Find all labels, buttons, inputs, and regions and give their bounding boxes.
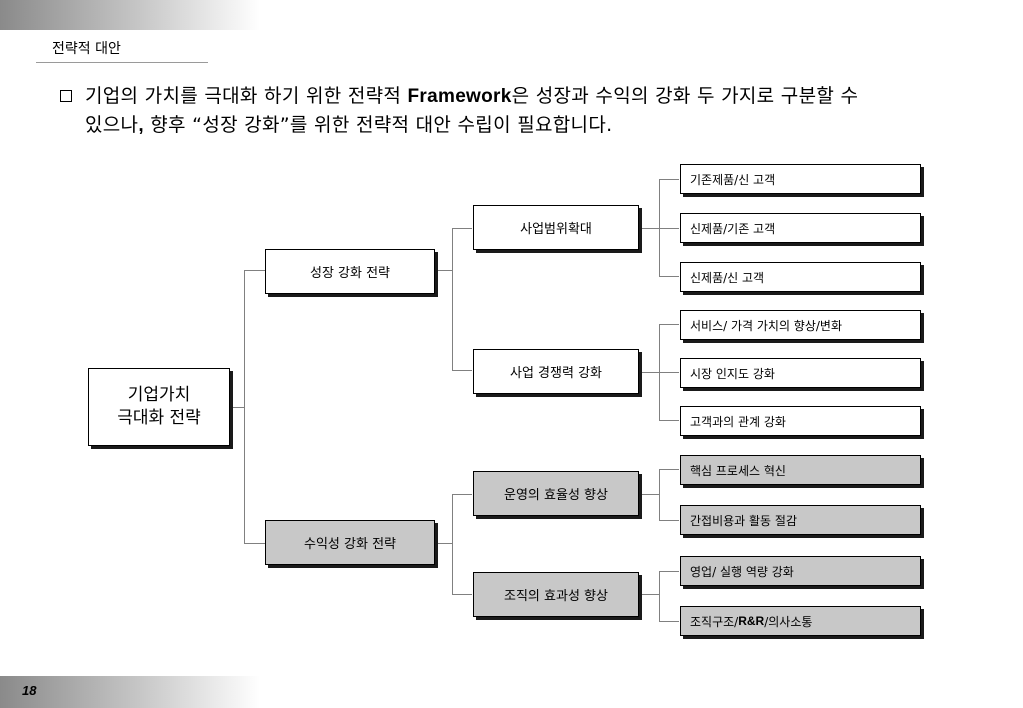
footer-gradient-bar — [0, 676, 260, 708]
headline-line1-pre: 기업의 가치를 극대화 하기 위한 전략적 — [85, 85, 408, 107]
connector-profit-vertical — [452, 494, 453, 595]
connector-growth-vertical — [452, 228, 453, 371]
connector-leaf-7 — [659, 469, 679, 470]
leaf-node-3: 신제품/신 고객 — [680, 262, 921, 292]
checkbox-bullet-icon — [60, 90, 72, 102]
section-title: 전략적 대안 — [52, 41, 121, 57]
leaf-node-5: 시장 인지도 강화 — [680, 358, 921, 388]
connector-leaf-5 — [659, 372, 679, 373]
connector-to-ops — [452, 494, 472, 495]
connector-root-out — [231, 407, 245, 408]
connector-ops-out — [640, 494, 660, 495]
root-node: 기업가치 극대화 전략 — [88, 368, 230, 446]
connector-leaf-9 — [659, 571, 679, 572]
node-business-competitiveness: 사업 경쟁력 강화 — [473, 349, 639, 394]
connector-to-growth — [244, 270, 265, 271]
headline-line1-bold: Framework — [407, 86, 512, 107]
connector-ops-vertical — [659, 469, 660, 521]
connector-leaf-3 — [659, 276, 679, 277]
leaf-node-4: 서비스/ 가격 가치의 향상/변화 — [680, 310, 921, 340]
connector-to-org — [452, 594, 472, 595]
headline-line1-post: 은 성장과 수익의 강화 두 가지로 구분할 수 — [511, 85, 859, 107]
connector-leaf-4 — [659, 324, 679, 325]
connector-compete-out — [640, 372, 660, 373]
connector-leaf-8 — [659, 520, 679, 521]
connector-to-scope — [452, 228, 472, 229]
leaf-node-2: 신제품/기존 고객 — [680, 213, 921, 243]
connector-org-out — [640, 594, 660, 595]
leaf-10-bold: R&R — [738, 614, 765, 628]
page-number: 18 — [22, 683, 37, 698]
connector-leaf-6 — [659, 420, 679, 421]
leaf-10-post: /의사소통 — [764, 614, 813, 629]
root-line2: 극대화 전략 — [117, 408, 201, 428]
leaf-node-8: 간접비용과 활동 절감 — [680, 505, 921, 535]
connector-leaf-1 — [659, 179, 679, 180]
title-divider — [36, 62, 208, 63]
node-operational-efficiency: 운영의 효율성 향상 — [473, 471, 639, 516]
leaf-node-7: 핵심 프로세스 혁신 — [680, 455, 921, 485]
connector-org-vertical — [659, 571, 660, 622]
connector-leaf-2 — [659, 228, 679, 229]
connector-leaf-10 — [659, 621, 679, 622]
headline-line2-pre: 있으나 — [85, 114, 139, 136]
leaf-node-9: 영업/ 실행 역량 강화 — [680, 556, 921, 586]
connector-profit-out — [436, 543, 453, 544]
node-business-scope: 사업범위확대 — [473, 205, 639, 250]
node-growth-strategy: 성장 강화 전략 — [265, 249, 435, 294]
node-profit-strategy: 수익성 강화 전략 — [265, 520, 435, 565]
leaf-10-pre: 조직구조/ — [690, 614, 739, 629]
node-organizational-effectiveness: 조직의 효과성 향상 — [473, 572, 639, 617]
leaf-node-10: 조직구조/R&R/의사소통 — [680, 606, 921, 636]
root-line1: 기업가치 — [127, 385, 191, 405]
connector-growth-out — [436, 270, 453, 271]
connector-to-compete — [452, 370, 472, 371]
connector-l1-vertical — [244, 270, 245, 544]
headline-line2-bold: , — [138, 115, 144, 136]
leaf-node-6: 고객과의 관계 강화 — [680, 406, 921, 436]
headline-line2-post: 향후 “성장 강화”를 위한 전략적 대안 수립이 필요합니다. — [143, 114, 613, 136]
headline: 기업의 가치를 극대화 하기 위한 전략적 Framework은 성장과 수익의… — [85, 82, 985, 140]
connector-scope-out — [640, 228, 660, 229]
header-gradient-bar — [0, 0, 260, 30]
connector-to-profit — [244, 543, 265, 544]
leaf-node-1: 기존제품/신 고객 — [680, 164, 921, 194]
